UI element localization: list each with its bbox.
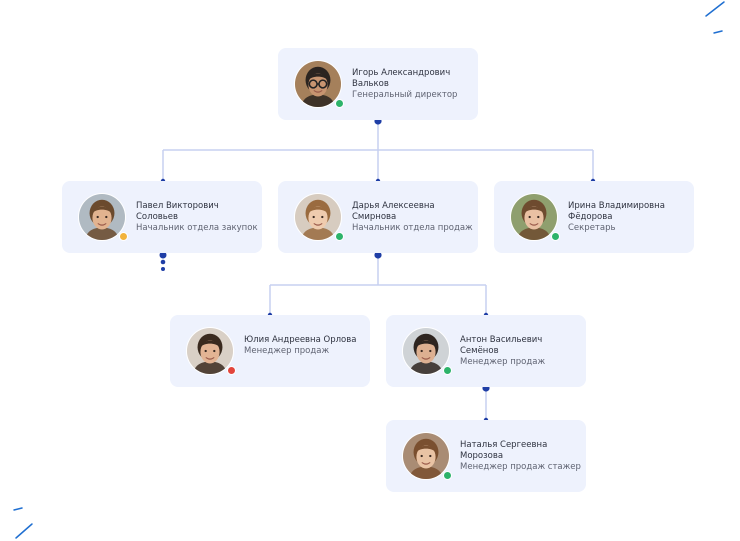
node-dot-sales-down — [374, 251, 382, 259]
employee-role: Начальник отдела продаж — [352, 223, 473, 233]
employee-role: Менеджер продаж стажер — [460, 462, 581, 472]
employee-card-sales-head[interactable]: Дарья Алексеевна Смирнова Начальник отде… — [278, 181, 478, 253]
connector-ceo-to-row2 — [162, 121, 594, 181]
status-indicator — [335, 232, 344, 241]
employee-card-ceo[interactable]: Игорь Александрович Вальков Генеральный … — [278, 48, 478, 120]
avatar — [186, 327, 234, 375]
avatar — [294, 60, 342, 108]
employee-name: Дарья Алексеевна Смирнова — [352, 201, 435, 222]
avatar — [294, 193, 342, 241]
employee-role: Генеральный директор — [352, 90, 458, 100]
employee-name: Юлия Андреевна Орлова — [244, 335, 357, 345]
decorative-stroke-top-right — [705, 1, 725, 34]
employee-card-purchasing[interactable]: Павел Викторович Соловьев Начальник отде… — [62, 181, 262, 253]
connector-sales-to-row3 — [269, 255, 487, 315]
status-indicator — [227, 366, 236, 375]
employee-role: Менеджер продаж — [244, 346, 330, 356]
status-indicator — [443, 366, 452, 375]
employee-name: Ирина Владимировна Фёдорова — [568, 201, 665, 222]
person-portrait-icon — [403, 328, 449, 374]
person-portrait-icon — [511, 194, 557, 240]
employee-name: Игорь Александрович Вальков — [352, 68, 451, 89]
employee-card-secretary[interactable]: Ирина Владимировна Фёдорова Секретарь — [494, 181, 694, 253]
avatar — [78, 193, 126, 241]
expand-dots-icon — [159, 251, 167, 259]
avatar — [402, 432, 450, 480]
person-portrait-icon — [295, 194, 341, 240]
avatar — [402, 327, 450, 375]
employee-role: Начальник отдела закупок — [136, 223, 258, 233]
employee-name: Антон Васильевич Семёнов — [460, 335, 543, 356]
status-indicator — [443, 471, 452, 480]
decorative-stroke-bottom-left — [13, 507, 33, 539]
person-portrait-icon — [79, 194, 125, 240]
employee-name: Наталья Сергеевна Морозова — [460, 440, 548, 461]
employee-card-yulia[interactable]: Юлия Андреевна Орлова Менеджер продаж — [170, 315, 370, 387]
person-portrait-icon — [187, 328, 233, 374]
status-indicator — [119, 232, 128, 241]
status-indicator — [335, 99, 344, 108]
employee-card-natalya[interactable]: Наталья Сергеевна Морозова Менеджер прод… — [386, 420, 586, 492]
person-portrait-icon — [295, 61, 341, 107]
employee-name: Павел Викторович Соловьев — [136, 201, 219, 222]
person-portrait-icon — [403, 433, 449, 479]
status-indicator — [551, 232, 560, 241]
avatar — [510, 193, 558, 241]
employee-role: Секретарь — [568, 223, 616, 233]
employee-card-anton[interactable]: Антон Васильевич Семёнов Менеджер продаж — [386, 315, 586, 387]
employee-role: Менеджер продаж — [460, 357, 546, 367]
